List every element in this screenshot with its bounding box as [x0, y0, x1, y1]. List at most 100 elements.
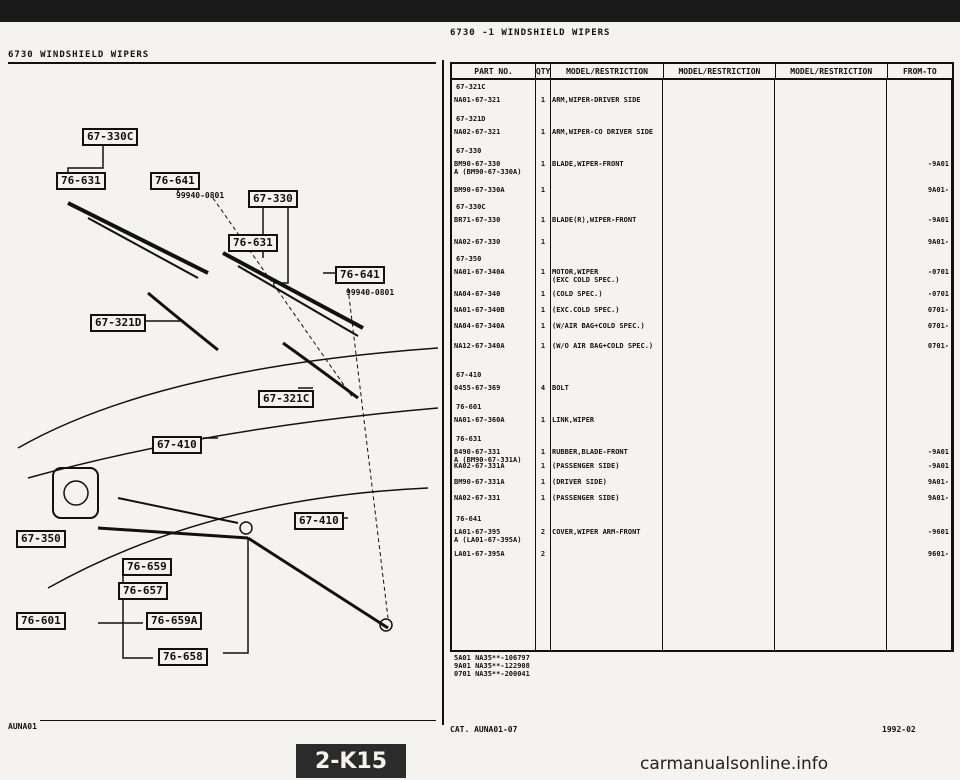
part-number-cell: NA12-67-340A	[454, 342, 505, 350]
row-ref-box: 67-330C	[456, 203, 486, 211]
description-cell: (COLD SPEC.)	[552, 290, 603, 298]
description-cell	[550, 550, 663, 558]
callout-76-631-left: 76-631	[56, 172, 106, 190]
wiper-exploded-diagram	[17, 143, 438, 659]
part-number-cell: BM90-67-330A	[454, 186, 505, 194]
part-number-cell: NA02-67-321	[454, 128, 501, 136]
part-number-cell: NA02-67-330	[454, 238, 501, 246]
pivot-left	[239, 521, 253, 535]
part-number-cell: NA02-67-331	[454, 494, 501, 502]
wiper-blade-left	[67, 201, 209, 275]
row-ref-box: 67-321D	[456, 115, 486, 123]
qty-cell: 1	[540, 462, 546, 470]
note-line: 9A01 NA35**-122908	[454, 662, 530, 670]
description-cell	[550, 238, 663, 246]
part-number-cell: BM90-67-331A	[454, 478, 505, 486]
left-footer-code: AUNA01	[8, 722, 37, 731]
wiper-blade-left-inner	[87, 217, 199, 279]
callout-76-641-right: 76-641	[335, 266, 385, 284]
part-number-cell: NA01-67-340B	[454, 306, 505, 314]
description-cell: (W/AIR BAG+COLD SPEC.)	[552, 322, 645, 330]
from-to-cell	[887, 416, 952, 424]
callout-67-321c: 67-321C	[258, 390, 315, 408]
table-header: PART NO. QTY MODEL/RESTRICTION MODEL/RES…	[452, 64, 952, 80]
qty-cell: 1	[540, 306, 546, 314]
wiper-arm-left	[147, 291, 219, 352]
row-ref-box: 76-601	[456, 403, 482, 411]
from-to-cell	[887, 384, 952, 392]
qty-cell: 1	[540, 342, 546, 350]
part-number-cell: B490-67-331 A (BM90-67-331A)	[454, 448, 522, 464]
right-section-header: 6730 -1 WINDSHIELD WIPERS	[450, 28, 611, 38]
description-cell: MOTOR,WIPER (EXC COLD SPEC.)	[552, 268, 620, 284]
wiper-motor	[52, 467, 99, 519]
qty-cell: 1	[540, 290, 546, 298]
cowl-outline	[27, 407, 438, 479]
description-cell: ARM,WIPER-DRIVER SIDE	[552, 96, 641, 104]
callout-76-641-left: 76-641	[150, 172, 200, 190]
from-to-cell: -9A01	[927, 462, 949, 470]
page-badge: 2-K15	[296, 744, 406, 778]
callout-76-657: 76-657	[118, 582, 168, 600]
description-cell: (PASSENGER SIDE)	[552, 462, 620, 470]
callout-67-330c: 67-330C	[82, 128, 139, 146]
from-to-cell: 9A01-	[927, 478, 949, 486]
label-99940-0801-left: 99940-0801	[176, 191, 225, 200]
from-to-cell: 9601-	[927, 550, 949, 558]
part-number-cell: NA01-67-321	[454, 96, 501, 104]
left-footer-rule	[40, 720, 436, 721]
row-ref-box: 67-350	[456, 255, 482, 263]
header-model-3: MODEL/RESTRICTION	[776, 64, 888, 78]
from-to-cell: -9A01	[927, 448, 949, 456]
from-to-cell: 9A01-	[927, 494, 949, 502]
header-part-no: PART NO.	[452, 64, 537, 78]
description-cell: ARM,WIPER-CO DRIVER SIDE	[552, 128, 654, 136]
part-number-cell: KA02-67-331A	[454, 462, 505, 470]
wiper-linkage-3	[117, 497, 239, 524]
wiper-linkage-1	[97, 526, 249, 540]
motor-gear	[63, 480, 89, 506]
from-to-cell: 0701-	[927, 342, 949, 350]
qty-cell: 1	[540, 268, 546, 276]
body-outline	[47, 487, 429, 589]
qty-cell: 1	[540, 186, 546, 194]
from-to-cell: -9A01	[927, 216, 949, 224]
note-line: 5A01 NA35**-106797	[454, 654, 530, 662]
from-to-cell: 9A01-	[927, 238, 949, 246]
qty-cell: 1	[540, 238, 546, 246]
scan-top-band	[0, 0, 960, 22]
qty-cell: 1	[540, 494, 546, 502]
row-ref-box: 76-641	[456, 515, 482, 523]
watermark-text: carmanualsonline.info	[640, 754, 829, 774]
description-cell: BOLT	[552, 384, 569, 392]
callout-76-658: 76-658	[158, 648, 208, 666]
header-model-1: MODEL/RESTRICTION	[551, 64, 664, 78]
from-to-cell: -9A01	[927, 160, 949, 168]
header-qty: QTY	[536, 64, 552, 78]
catalog-label: CAT. AUNA01-07	[450, 725, 518, 734]
part-number-cell: BR71-67-330	[454, 216, 501, 224]
from-to-cell	[887, 128, 952, 136]
qty-cell: 1	[540, 216, 546, 224]
part-number-cell: BM90-67-330 A (BM90-67-330A)	[454, 160, 522, 176]
left-section-header: 6730 WINDSHIELD WIPERS	[8, 50, 150, 60]
description-cell: RUBBER,BLADE-FRONT	[552, 448, 628, 456]
callout-67-321d: 67-321D	[90, 314, 147, 332]
pivot-right	[379, 618, 393, 632]
qty-cell: 1	[540, 160, 546, 168]
qty-cell: 1	[540, 322, 546, 330]
part-number-cell: NA01-67-360A	[454, 416, 505, 424]
part-number-cell: 0455-67-369	[454, 384, 501, 392]
description-cell: (DRIVER SIDE)	[552, 478, 607, 486]
from-to-cell: -0701	[927, 268, 949, 276]
